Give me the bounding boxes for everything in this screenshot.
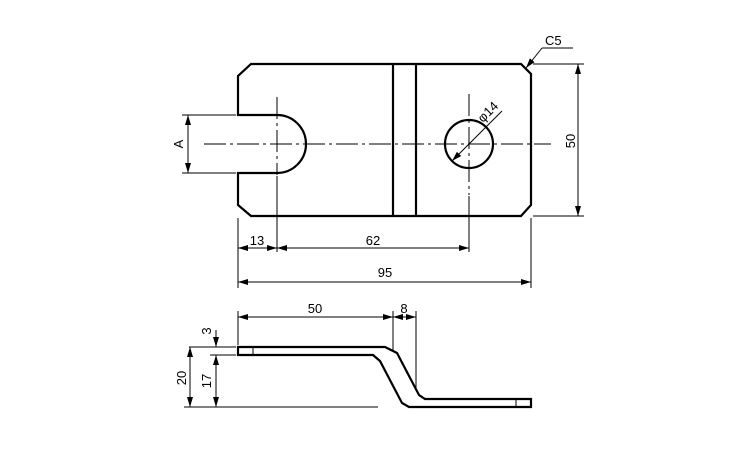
plate-outline (236, 62, 533, 218)
hole-position-dim-label: 62 (366, 233, 380, 248)
side-view: 50 8 3 20 17 (174, 301, 533, 409)
height-dim-label: 50 (563, 134, 578, 148)
flange-length-dim-label: 50 (308, 301, 322, 316)
slot-depth-dim-label: 13 (250, 233, 264, 248)
side-profile (236, 345, 533, 409)
total-height-dim-label: 20 (174, 371, 189, 385)
top-view: C5 50 φ14 A 13 62 95 (171, 33, 584, 288)
chamfer-label: C5 (545, 33, 562, 48)
total-length-dim-label: 95 (378, 265, 392, 280)
thickness-dim-label: 3 (199, 327, 214, 334)
bend-offset-dim-label: 8 (400, 301, 407, 316)
chamfer-leader (525, 47, 543, 69)
slot-width-dim-label: A (171, 139, 186, 148)
hole-dim-line (451, 110, 503, 162)
step-height-dim-label: 17 (199, 374, 214, 388)
